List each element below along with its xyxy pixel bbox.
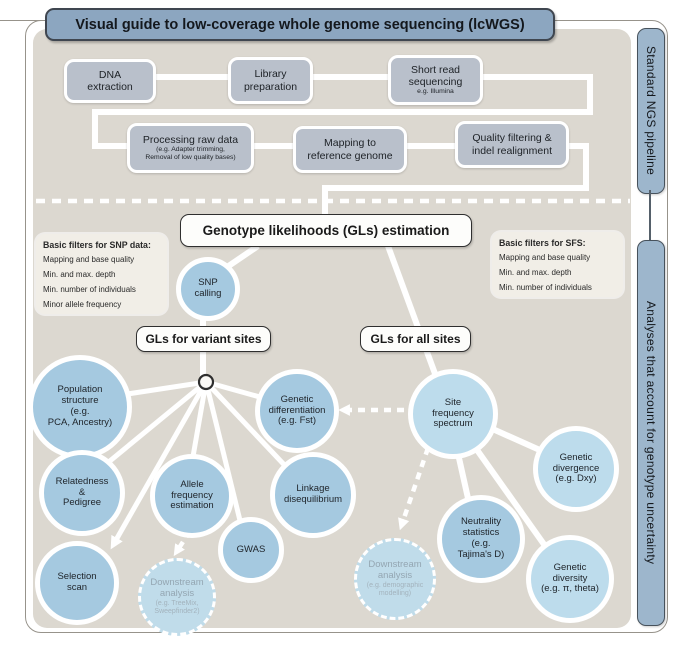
node-selection-scan: Selection scan: [35, 541, 119, 625]
node-genetic-diversity: Genetic diversity (e.g. π, theta): [526, 535, 614, 623]
node-label: Population structure: [57, 384, 103, 407]
node-site-frequency-spectrum: Site frequency spectrum: [408, 369, 498, 459]
node-label: SNP calling: [194, 277, 222, 299]
node-sublabel: (e.g. Fst): [277, 415, 316, 427]
tab-analyses-genotype-uncertainty: Analyses that account for genotype uncer…: [637, 240, 665, 626]
node-label: Relatedness & Pedigree: [55, 475, 109, 509]
box-label: Mapping to reference genome: [307, 137, 393, 162]
box-label: DNA extraction: [87, 68, 133, 93]
node-label: Site frequency spectrum: [432, 396, 474, 430]
pipeline-box-short-read-sequencing: Short read sequencing e.g. Illumina: [388, 55, 483, 105]
node-sublabel: (e.g. demographic modelling): [366, 581, 424, 597]
node-label: Downstream analysis: [368, 559, 422, 581]
snp-filter-item: Mapping and base quality: [43, 255, 135, 264]
sfs-filter-item: Min. number of individuals: [499, 283, 592, 292]
node-gwas: GWAS: [218, 517, 284, 583]
snp-filter-item: Min. and max. depth: [43, 270, 116, 279]
node-sublabel: (e.g. Tajima's D): [457, 538, 505, 560]
node-sublabel: (e.g. TreeMix, Sweepfinder2): [154, 599, 200, 615]
left-edge-line: [0, 19, 46, 21]
pipeline-box-dna-extraction: DNA extraction: [64, 59, 156, 103]
tab-standard-ngs-pipeline: Standard NGS pipeline: [637, 28, 665, 194]
label-gls-all-sites: GLs for all sites: [360, 326, 471, 352]
node-genetic-divergence: Genetic divergence (e.g. Dxy): [533, 426, 619, 512]
pipeline-box-mapping-reference: Mapping to reference genome: [293, 126, 407, 173]
node-sublabel: (e.g. PCA, Ancestry): [47, 406, 113, 428]
sfs-filters-title: Basic filters for SFS:: [499, 238, 586, 248]
node-linkage-disequilibrium: Linkage disequilibrium: [270, 452, 356, 538]
node-allele-frequency-estimation: Allele frequency estimation: [150, 454, 234, 538]
node-label: Allele frequency estimation: [170, 478, 214, 512]
hub-node-circle: [197, 373, 215, 391]
genotype-likelihoods-box: Genotype likelihoods (GLs) estimation: [180, 214, 472, 247]
sfs-filter-item: Min. and max. depth: [499, 268, 572, 277]
pipeline-connector: [92, 74, 593, 216]
node-neutrality-statistics: Neutrality statistics (e.g. Tajima's D): [437, 495, 525, 583]
node-genetic-differentiation: Genetic differentiation (e.g. Fst): [255, 369, 339, 453]
box-label: Processing raw data: [142, 134, 239, 146]
sfs-filter-item: Mapping and base quality: [499, 253, 591, 262]
node-snp-calling: SNP calling: [176, 257, 240, 321]
snp-filters-box: Basic filters for SNP data: Mapping and …: [36, 234, 167, 314]
node-label: Downstream analysis: [150, 577, 204, 599]
pipeline-box-processing-raw-data: Processing raw data (e.g. Adapter trimmi…: [127, 123, 254, 173]
node-sublabel: (e.g. π, theta): [541, 583, 599, 595]
box-label: Short read sequencing: [408, 63, 463, 89]
snp-filter-item: Min. number of individuals: [43, 285, 136, 294]
pipeline-box-library-preparation: Library preparation: [228, 57, 313, 104]
node-downstream-analysis-variant: Downstream analysis (e.g. TreeMix, Sweep…: [138, 558, 216, 636]
node-label: Genetic diversity: [552, 561, 588, 584]
box-sublabel: e.g. Illumina: [417, 88, 454, 96]
node-label: Selection scan: [57, 571, 97, 593]
node-label: Neutrality statistics: [460, 516, 502, 539]
node-label: Genetic differentiation: [268, 393, 326, 416]
label-gls-variant-sites: GLs for variant sites: [136, 326, 271, 352]
node-label: GWAS: [236, 543, 266, 555]
sfs-to-downstream-dashed-arrow: [398, 447, 431, 531]
node-population-structure: Population structure (e.g. PCA, Ancestry…: [28, 355, 132, 459]
node-sublabel: (e.g. Dxy): [555, 473, 597, 485]
node-label: Genetic divergence: [552, 451, 600, 474]
pipeline-box-quality-filtering: Quality filtering & indel realignment: [455, 121, 569, 168]
node-relatedness-pedigree: Relatedness & Pedigree: [39, 450, 125, 536]
snp-filter-item: Minor allele frequency: [43, 300, 122, 309]
hub-ray-selection-arrow: [110, 380, 209, 550]
box-label: Library preparation: [243, 68, 298, 93]
figure-title: Visual guide to low-coverage whole genom…: [45, 8, 555, 41]
sfs-filters-box: Basic filters for SFS: Mapping and base …: [492, 232, 623, 297]
node-label: Linkage disequilibrium: [283, 483, 343, 505]
box-label: Quality filtering & indel realignment: [472, 132, 552, 157]
tab-connector-line: [649, 190, 651, 242]
box-sublabel: (e.g. Adapter trimming, Removal of low q…: [145, 146, 236, 162]
node-downstream-analysis-sfs: Downstream analysis (e.g. demographic mo…: [354, 538, 436, 620]
snp-filters-title: Basic filters for SNP data:: [43, 240, 151, 250]
